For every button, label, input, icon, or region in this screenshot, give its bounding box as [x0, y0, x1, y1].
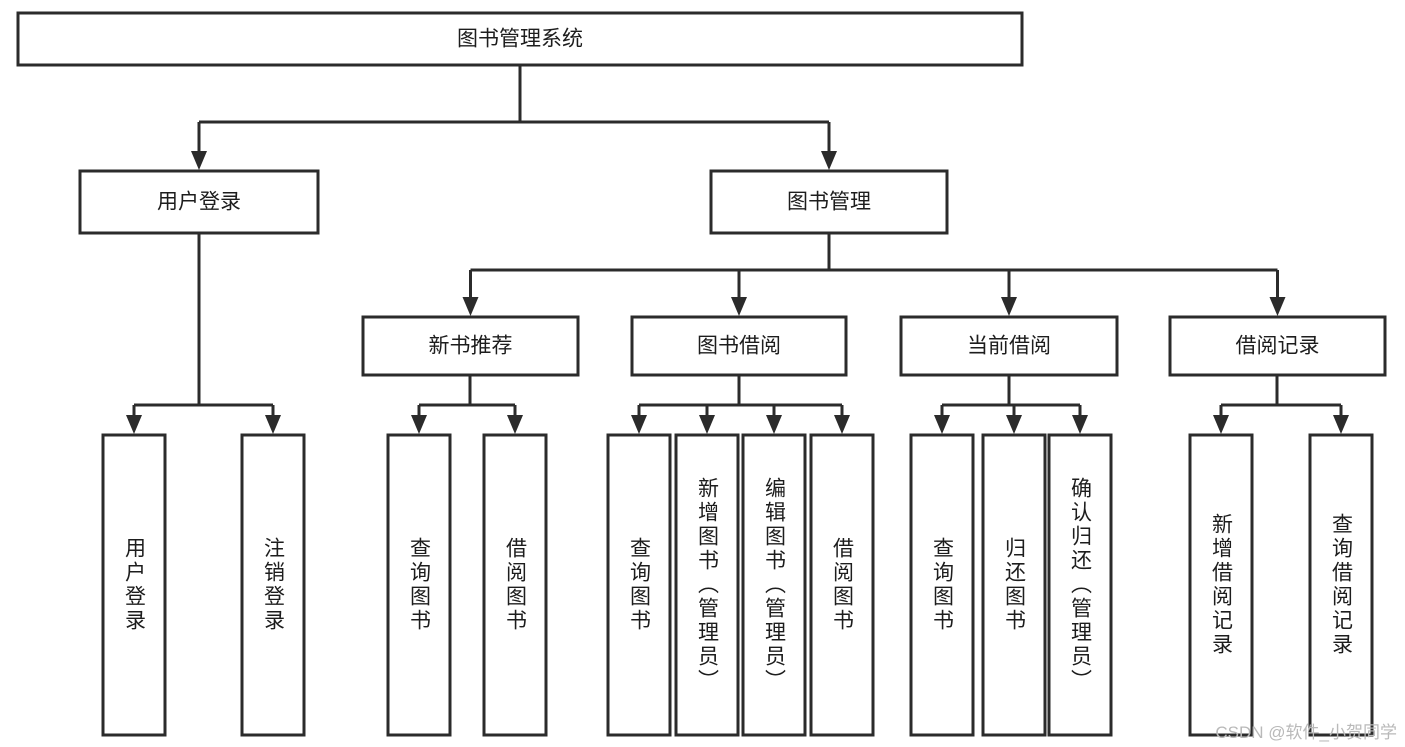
- node-box: [16, 11, 1024, 67]
- node-box: [101, 433, 167, 737]
- arrow-head-icon: [1006, 415, 1022, 434]
- arrow-head-icon: [766, 415, 782, 434]
- node-borrow-record[interactable]: 借阅记录: [1168, 315, 1387, 377]
- node-leaf-add-book[interactable]: [674, 433, 740, 737]
- node-box: [909, 433, 975, 737]
- node-label: 当前借阅: [967, 335, 1051, 358]
- arrow-head-icon: [507, 415, 523, 434]
- node-leaf-user-login[interactable]: [101, 433, 167, 737]
- arrow-head-icon: [699, 415, 715, 434]
- node-box: [899, 315, 1119, 377]
- arrow-head-icon: [821, 151, 837, 170]
- arrow-head-icon: [1213, 415, 1229, 434]
- node-box: [709, 169, 949, 235]
- arrow-head-icon: [1001, 297, 1017, 316]
- arrow-head-icon: [731, 297, 747, 316]
- arrow-head-icon: [462, 297, 479, 316]
- node-leaf-query-book-cb[interactable]: [909, 433, 975, 737]
- watermark: CSDN @软件_小贺同学: [1215, 723, 1397, 742]
- node-leaf-add-record[interactable]: [1188, 433, 1254, 737]
- node-leaf-return-book[interactable]: [981, 433, 1047, 737]
- node-leaf-query-book-rec[interactable]: [386, 433, 452, 737]
- node-root[interactable]: 图书管理系统: [16, 11, 1024, 67]
- node-box: [361, 315, 580, 377]
- arrow-head-icon: [934, 415, 950, 434]
- node-label: 图书管理系统: [457, 28, 583, 51]
- connector-layer: [126, 65, 1349, 434]
- node-new-book-rec[interactable]: 新书推荐: [361, 315, 580, 377]
- node-box: [482, 433, 548, 737]
- node-label: 借阅记录: [1236, 335, 1320, 358]
- node-box: [674, 433, 740, 737]
- node-leaf-query-record[interactable]: [1308, 433, 1374, 737]
- node-leaf-edit-book[interactable]: [741, 433, 807, 737]
- node-label: 图书借阅: [697, 335, 781, 358]
- node-box: [1047, 433, 1113, 737]
- node-label: 新书推荐: [429, 335, 513, 358]
- node-box: [1308, 433, 1374, 737]
- arrow-head-icon: [1333, 415, 1349, 434]
- node-leaf-borrow-book-bb[interactable]: [809, 433, 875, 737]
- arrow-head-icon: [1072, 415, 1088, 434]
- node-box: [981, 433, 1047, 737]
- node-leaf-query-book-bb[interactable]: [606, 433, 672, 737]
- arrow-head-icon: [411, 415, 427, 434]
- node-user-login[interactable]: 用户登录: [78, 169, 320, 235]
- node-leaf-confirm-return[interactable]: [1047, 433, 1113, 737]
- arrow-head-icon: [265, 415, 281, 434]
- node-box: [630, 315, 848, 377]
- node-box: [741, 433, 807, 737]
- arrow-head-icon: [191, 151, 207, 170]
- node-current-borrow[interactable]: 当前借阅: [899, 315, 1119, 377]
- arrow-head-icon: [126, 415, 142, 434]
- node-box: [1188, 433, 1254, 737]
- node-box: [78, 169, 320, 235]
- node-box: [809, 433, 875, 737]
- node-box: [240, 433, 306, 737]
- node-label: 图书管理: [787, 191, 871, 214]
- node-leaf-logout[interactable]: [240, 433, 306, 737]
- node-box: [386, 433, 452, 737]
- node-box: [606, 433, 672, 737]
- node-book-borrow[interactable]: 图书借阅: [630, 315, 848, 377]
- arrow-head-icon: [834, 415, 850, 434]
- arrow-head-icon: [631, 415, 647, 434]
- node-box: [1168, 315, 1387, 377]
- node-book-manage[interactable]: 图书管理: [709, 169, 949, 235]
- node-leaf-borrow-book-rec[interactable]: [482, 433, 548, 737]
- arrow-head-icon: [1269, 297, 1286, 316]
- node-label: 用户登录: [157, 191, 241, 214]
